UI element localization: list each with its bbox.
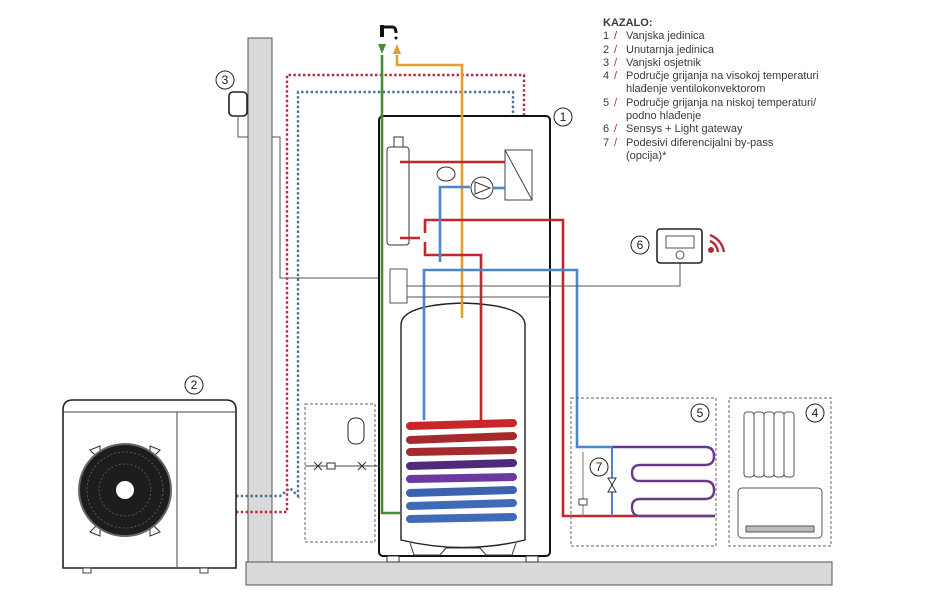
refrigerant-lines: [236, 73, 526, 514]
wifi-icon: [708, 233, 726, 253]
cold-water-inlet-pipe: [380, 55, 400, 515]
tap-icon: [378, 25, 401, 54]
legend-item: 3 / Vanjski osjetnik: [603, 57, 923, 70]
badge-5: 5: [690, 403, 710, 423]
dhw-outlet-pipe: [395, 55, 464, 318]
primary-cold-pipe: [438, 185, 470, 262]
badge-3: 3: [215, 70, 235, 90]
legend-item: 5 / Područje grijanja na niskoj temperatur…: [603, 97, 923, 110]
heating-coil: [406, 419, 517, 523]
badge-4: 4: [805, 403, 825, 423]
fan-coil-icon: [737, 487, 823, 539]
legend-item-number: [603, 110, 614, 123]
legend-item-text: podno hlađenje: [626, 110, 702, 123]
svg-text:1: 1: [560, 110, 567, 124]
legend-item-separator: [614, 110, 626, 123]
legend-item-separator: /: [614, 43, 618, 56]
legend-item: 4 / Područje grijanja na visokoj temperatu…: [603, 70, 923, 83]
refrigerant-cold-line: [236, 90, 515, 499]
outdoor-sensor: [228, 91, 400, 279]
legend-item-text: (opcija)*: [626, 149, 667, 162]
outdoor-unit: [62, 399, 237, 574]
legend-item-separator: /: [614, 30, 618, 43]
badge-6: 6: [630, 235, 650, 255]
legend-item-text: hlađenje ventilokonvektorom: [626, 83, 766, 96]
legend-item-number: 5: [603, 96, 610, 109]
legend-item-separator: /: [614, 70, 618, 83]
legend-item: 6 / Sensys + Light gateway: [603, 123, 923, 136]
svg-text:5: 5: [697, 406, 704, 420]
legend-item-text: Područje grijanja na visokoj temperaturi: [626, 70, 819, 83]
legend-item: 2 / Unutarnja jedinica: [603, 44, 923, 57]
svg-text:6: 6: [637, 238, 644, 252]
legend-item-number: [603, 150, 614, 163]
legend-item-number: 1: [603, 30, 610, 43]
legend-item-separator: /: [614, 136, 618, 149]
legend-item-separator: /: [614, 96, 618, 109]
svg-text:7: 7: [596, 460, 603, 474]
expansion-vessel-icon: [436, 166, 456, 182]
legend-item-text: Podesivi diferencijalni by-pass: [626, 136, 774, 149]
legend-item-text: Vanjska jedinica: [626, 30, 705, 43]
legend-title: KAZALO:: [603, 17, 653, 29]
svg-text:4: 4: [812, 406, 819, 420]
legend-item-separator: /: [614, 56, 618, 69]
legend-items: 1 / Vanjska jedinica 2 / Unutarnja jedinica 3 /…: [603, 30, 923, 163]
refrigerant-hot-line: [236, 73, 526, 514]
badge-7: 7: [589, 457, 609, 477]
legend-item-separator: /: [614, 123, 618, 136]
bypass-valve-icon: [607, 477, 617, 493]
svg-text:2: 2: [191, 378, 198, 392]
fan-icon: [78, 443, 172, 537]
svg-text:3: 3: [222, 73, 229, 87]
legend: KAZALO: 1 / Vanjska jedinica 2 / Unutarnja je…: [603, 17, 923, 163]
legend-item-number: 3: [603, 56, 610, 69]
wall: [247, 37, 273, 564]
legend-item-number: 4: [603, 70, 610, 83]
legend-item-number: 6: [603, 123, 610, 136]
hydraulic-pipes: [380, 55, 715, 518]
legend-item: podno hlađenje: [603, 110, 923, 123]
legend-item-number: 7: [603, 136, 610, 149]
zone-5-underfloor: [570, 397, 717, 547]
legend-item: (opcija)*: [603, 150, 923, 163]
legend-item-number: 2: [603, 43, 610, 56]
badge-1: 1: [553, 107, 573, 127]
safety-group: [304, 403, 380, 543]
legend-item-text: Unutarnja jedinica: [626, 43, 715, 56]
radiator-icon: [743, 411, 795, 478]
legend-item-text: Područje grijanja na niskoj temperaturi/: [626, 96, 817, 109]
legend-item: 1 / Vanjska jedinica: [603, 30, 923, 43]
legend-item: hlađenje ventilokonvektorom: [603, 83, 923, 96]
legend-item-number: [603, 83, 614, 96]
floor: [245, 561, 833, 586]
legend-item-separator: [614, 83, 626, 96]
expansion-tank: [347, 417, 365, 445]
legend-item-text: Vanjski osjetnik: [626, 56, 701, 69]
controller: [656, 228, 726, 264]
underfloor-loop: [612, 445, 716, 518]
badge-2: 2: [184, 375, 204, 395]
legend-item-separator: [614, 150, 626, 163]
legend-item-text: Sensys + Light gateway: [626, 123, 743, 136]
zone-4-high-temp: [728, 397, 832, 547]
legend-item: 7 / Podesivi diferencijalni by-pass: [603, 137, 923, 150]
